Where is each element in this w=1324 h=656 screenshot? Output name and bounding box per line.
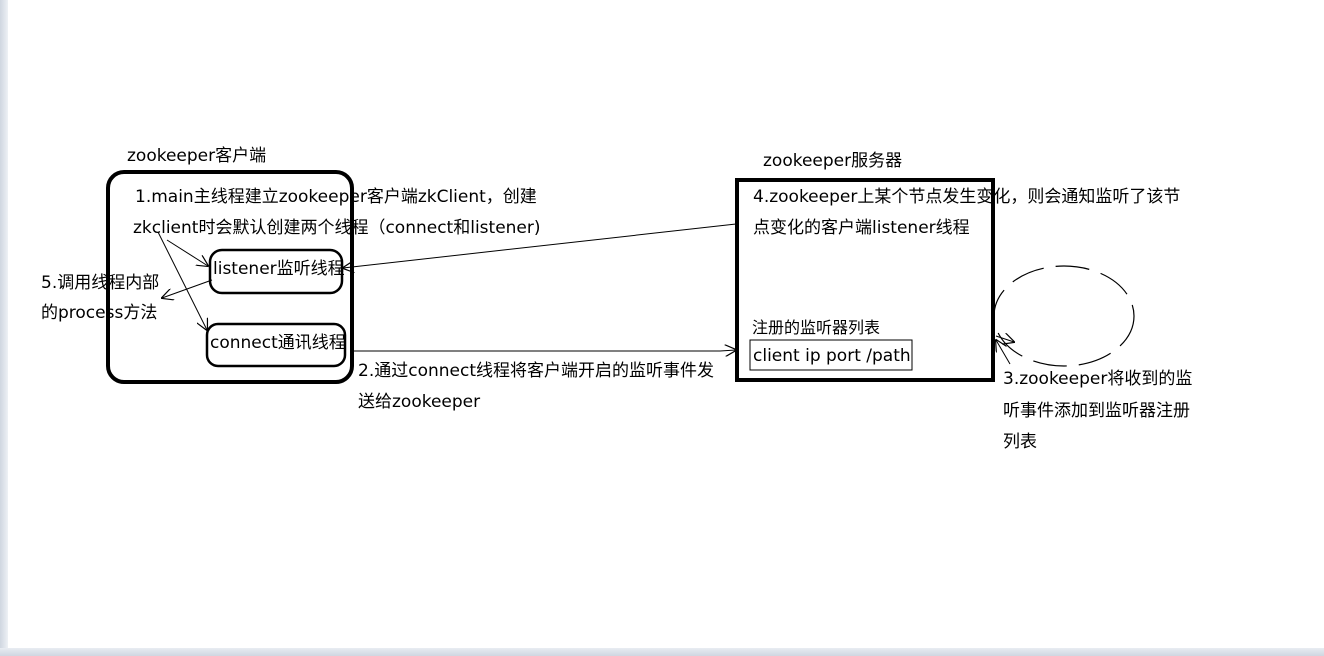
- step2-line2: 送给zookeeper: [358, 392, 481, 412]
- server-box: [735, 178, 995, 382]
- arrow-registry-to-loop: [995, 336, 1014, 342]
- arrow-listener-to-process: [162, 279, 213, 298]
- connect-thread-label: connect通讯线程: [210, 333, 346, 353]
- step1-line2: zkclient时会默认创建两个线程（connect和listener): [133, 218, 541, 238]
- step1-line1: 1.main主线程建立zookeeper客户端zkClient，创建: [135, 187, 537, 207]
- registry-title: 注册的监听器列表: [752, 318, 881, 337]
- step4-line2: 点变化的客户端listener线程: [753, 218, 970, 238]
- registry-entry: client ip port /path: [753, 346, 911, 366]
- step5-line1: 5.调用线程内部: [41, 273, 160, 293]
- step4-line1: 4.zookeeper上某个节点发生变化，则会通知监听了该节: [753, 187, 1181, 207]
- connect-thread-box: [205, 322, 347, 368]
- arrow-loop-to-registry: [996, 340, 1011, 365]
- step3-line1: 3.zookeeper将收到的监: [1003, 369, 1193, 389]
- client-title: zookeeper客户端: [127, 146, 267, 166]
- arrow-server-to-listener: [343, 223, 737, 268]
- server-title: zookeeper服务器: [763, 151, 903, 171]
- canvas-left-edge: [0, 0, 8, 656]
- step3-line2: 听事件添加到监听器注册: [1003, 401, 1190, 421]
- registry-loop: [993, 265, 1135, 367]
- arrow-connect-to-server: [352, 350, 736, 351]
- step5-line2: 的process方法: [41, 303, 158, 323]
- client-box: [106, 170, 354, 384]
- arrow-main-to-connect: [157, 231, 207, 330]
- arrow-main-to-listener: [166, 239, 208, 266]
- step3-line3: 列表: [1003, 432, 1037, 452]
- canvas-bottom-edge: [0, 648, 1324, 656]
- listener-thread-label: listener监听线程: [213, 259, 345, 279]
- registry-entry-box: [749, 339, 913, 371]
- step2-line1: 2.通过connect线程将客户端开启的监听事件发: [358, 361, 714, 381]
